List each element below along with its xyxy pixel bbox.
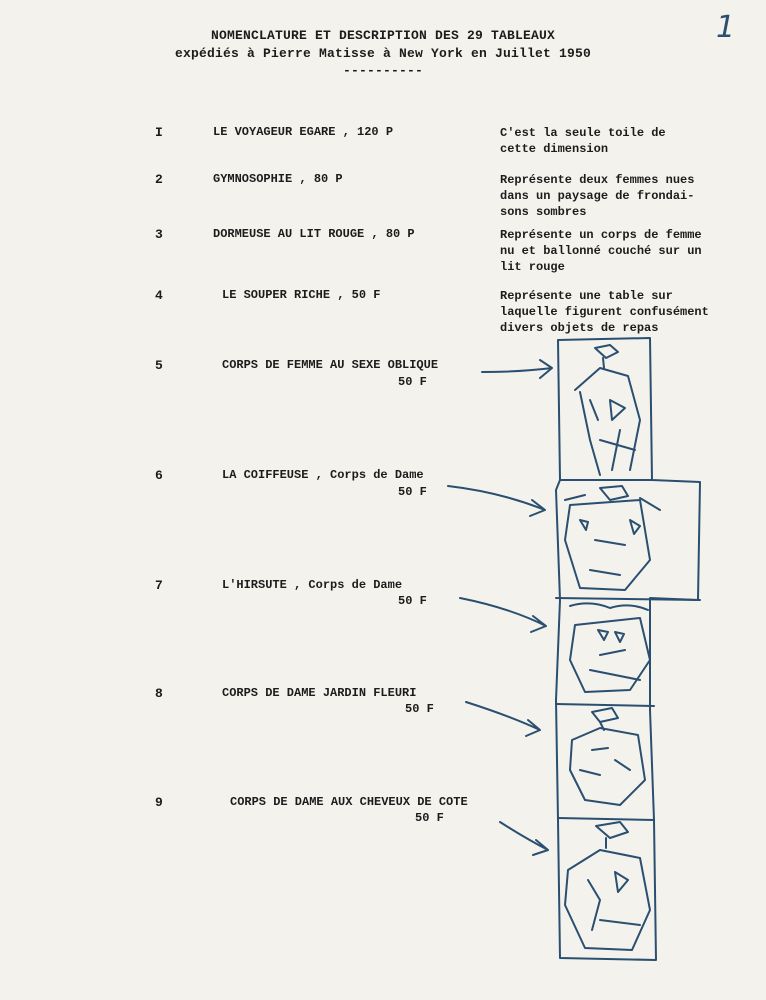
arrow-icon [465, 701, 541, 737]
sketch-divider [555, 703, 655, 707]
description-line: C'est la seule toile de [500, 126, 666, 140]
entry-number: 7 [155, 578, 163, 593]
entry-title: LE SOUPER RICHE , 50 F [222, 288, 381, 302]
entry-number: 8 [155, 686, 163, 701]
entry-number: 3 [155, 227, 163, 242]
entry-format: 50 F [415, 811, 444, 825]
entry-format: 50 F [405, 702, 434, 716]
description-line: divers objets de repas [500, 321, 659, 335]
sketch-figure-1 [574, 344, 641, 476]
entry-title: LE VOYAGEUR EGARE , 120 P [213, 125, 394, 139]
entry-number: I [155, 125, 163, 140]
entry-title: GYMNOSOPHIE , 80 P [213, 172, 343, 186]
description-line: cette dimension [500, 142, 609, 156]
arrow-icon [481, 359, 553, 379]
entry-description: Représente une table sur laquelle figure… [500, 288, 709, 336]
entry-number: 4 [155, 288, 163, 303]
sketch-figure-4 [569, 707, 646, 806]
sketch-figure-5 [564, 821, 651, 951]
entry-description: Représente deux femmes nues dans un pays… [500, 172, 694, 220]
entry-description: Représente un corps de femme nu et ballo… [500, 227, 702, 275]
entry-title: DORMEUSE AU LIT ROUGE , 80 P [213, 227, 415, 241]
description-line: laquelle figurent confusément [500, 305, 709, 319]
arrow-icon [447, 485, 546, 517]
description-line: Représente un corps de femme [500, 228, 702, 242]
entry-title: L'HIRSUTE , Corps de Dame [222, 578, 403, 592]
description-line: sons sombres [500, 205, 587, 219]
entry-description: C'est la seule toile de cette dimension [500, 125, 666, 157]
sketch-divider [557, 817, 655, 821]
sketch-frame [555, 337, 701, 961]
entry-number: 5 [155, 358, 163, 373]
entry-format: 50 F [398, 485, 427, 499]
description-line: Représente deux femmes nues [500, 173, 695, 187]
entry-number: 2 [155, 172, 163, 187]
entry-title: CORPS DE FEMME AU SEXE OBLIQUE [222, 358, 439, 372]
sketch-figure-3 [569, 602, 651, 693]
arrow-icon [499, 821, 549, 856]
page-number: 1 [716, 10, 736, 45]
description-line: Représente une table sur [500, 289, 673, 303]
entry-title: LA COIFFEUSE , Corps de Dame [222, 468, 424, 482]
sketch-divider [555, 597, 701, 601]
entry-format: 50 F [398, 594, 427, 608]
arrow-icon [459, 597, 547, 633]
header-underline: ---------- [342, 63, 423, 78]
entry-title: CORPS DE DAME AUX CHEVEUX DE COTE [230, 795, 468, 809]
description-line: nu et ballonné couché sur un [500, 244, 702, 258]
header-line-2: expédiés à Pierre Matisse à New York en … [174, 46, 592, 61]
entry-format: 50 F [398, 375, 427, 389]
entry-number: 6 [155, 468, 163, 483]
entry-number: 9 [155, 795, 163, 810]
header-line-1: NOMENCLATURE ET DESCRIPTION DES 29 TABLE… [210, 28, 556, 43]
entry-title: CORPS DE DAME JARDIN FLEURI [222, 686, 417, 700]
sketch-figure-2 [564, 485, 661, 591]
description-line: dans un paysage de frondai- [500, 189, 695, 203]
description-line: lit rouge [500, 260, 565, 274]
